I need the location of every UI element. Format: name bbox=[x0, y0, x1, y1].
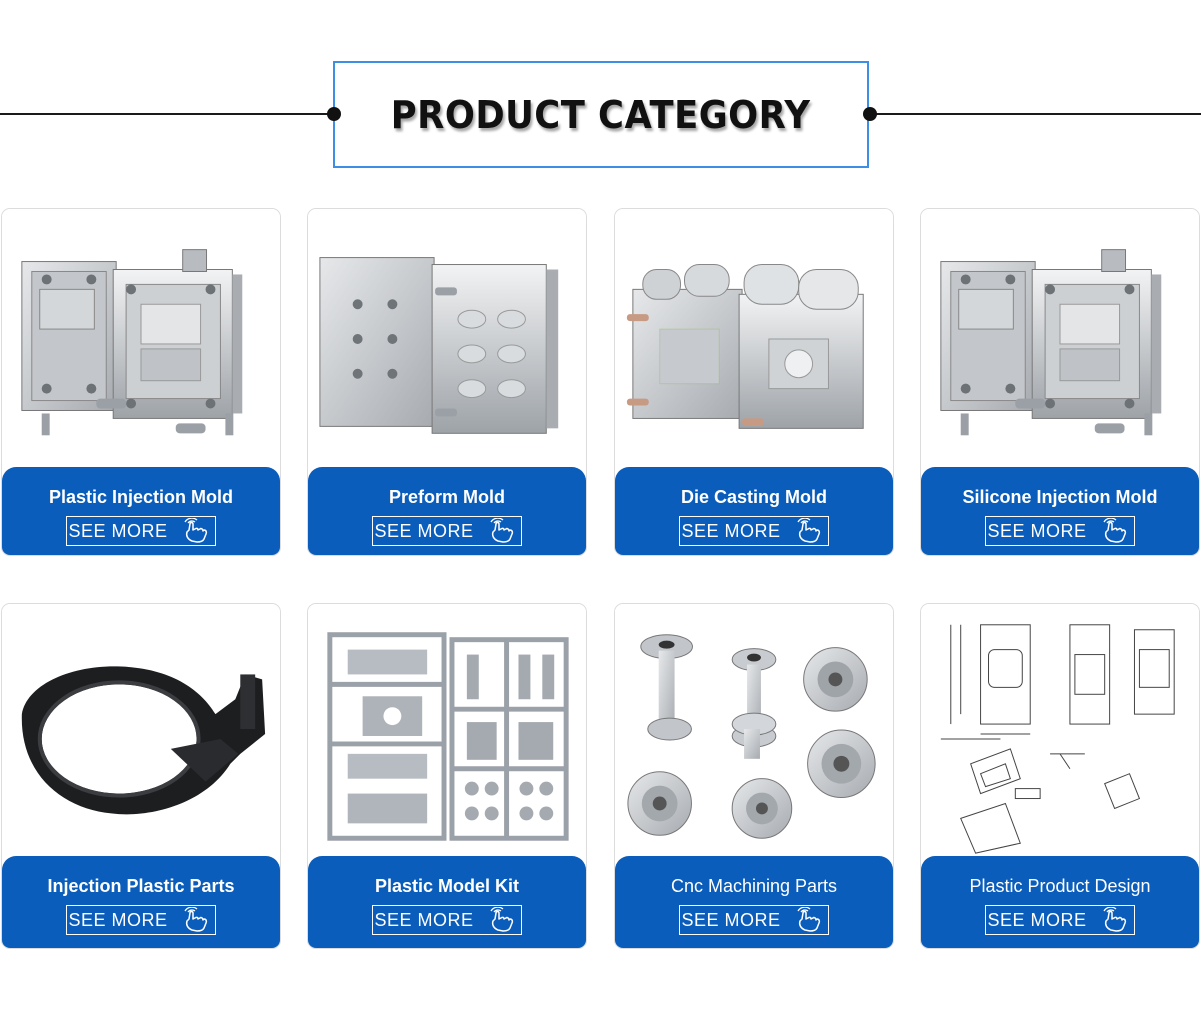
mold-image-icon[interactable] bbox=[921, 209, 1199, 469]
see-more-label: SEE MORE bbox=[987, 520, 1087, 541]
header-dot-left bbox=[327, 107, 341, 121]
card-footer: Silicone Injection Mold SEE MORE bbox=[921, 467, 1199, 555]
header-dot-right bbox=[863, 107, 877, 121]
hand-pointer-icon bbox=[486, 907, 520, 933]
hand-pointer-icon bbox=[180, 518, 214, 544]
category-card-cnc-machining-parts[interactable]: Cnc Machining Parts SEE MORE bbox=[614, 603, 894, 949]
card-title[interactable]: Plastic Injection Mold bbox=[48, 487, 234, 507]
see-more-button[interactable]: SEE MORE bbox=[679, 905, 829, 935]
category-card-preform-mold[interactable]: Preform Mold SEE MORE bbox=[307, 208, 587, 556]
see-more-button[interactable]: SEE MORE bbox=[372, 516, 522, 546]
category-card-silicone-injection-mold[interactable]: Silicone Injection Mold SEE MORE bbox=[920, 208, 1200, 556]
card-title[interactable]: Injection Plastic Parts bbox=[47, 876, 235, 896]
page-title: PRODUCT CATEGORY bbox=[391, 92, 811, 137]
category-card-die-casting-mold[interactable]: Die Casting Mold SEE MORE bbox=[614, 208, 894, 556]
see-more-label: SEE MORE bbox=[987, 909, 1087, 930]
see-more-label: SEE MORE bbox=[68, 909, 168, 930]
plastic-part-image-icon[interactable] bbox=[2, 604, 280, 864]
card-footer: Preform Mold SEE MORE bbox=[308, 467, 586, 555]
card-footer: Injection Plastic Parts SEE MORE bbox=[2, 856, 280, 948]
hand-pointer-icon bbox=[793, 907, 827, 933]
header-title-box: PRODUCT CATEGORY bbox=[333, 61, 869, 168]
card-footer: Die Casting Mold SEE MORE bbox=[615, 467, 893, 555]
category-card-plastic-model-kit[interactable]: Plastic Model Kit SEE MORE bbox=[307, 603, 587, 949]
card-footer: Plastic Model Kit SEE MORE bbox=[308, 856, 586, 948]
category-card-plastic-injection-mold[interactable]: Plastic Injection Mold SEE MORE bbox=[1, 208, 281, 556]
hand-pointer-icon bbox=[793, 518, 827, 544]
mold-image-icon[interactable] bbox=[2, 209, 280, 469]
hand-pointer-icon bbox=[486, 518, 520, 544]
see-more-label: SEE MORE bbox=[374, 909, 474, 930]
category-card-plastic-product-design[interactable]: Plastic Product Design SEE MORE bbox=[920, 603, 1200, 949]
card-title[interactable]: Die Casting Mold bbox=[680, 487, 827, 507]
category-card-injection-plastic-parts[interactable]: Injection Plastic Parts SEE MORE bbox=[1, 603, 281, 949]
see-more-button[interactable]: SEE MORE bbox=[679, 516, 829, 546]
cnc-parts-image-icon[interactable] bbox=[615, 604, 893, 864]
see-more-label: SEE MORE bbox=[681, 909, 781, 930]
see-more-label: SEE MORE bbox=[681, 520, 781, 541]
see-more-button[interactable]: SEE MORE bbox=[985, 516, 1135, 546]
card-title[interactable]: Silicone Injection Mold bbox=[962, 487, 1158, 507]
see-more-button[interactable]: SEE MORE bbox=[985, 905, 1135, 935]
see-more-label: SEE MORE bbox=[374, 520, 474, 541]
card-footer: Plastic Injection Mold SEE MORE bbox=[2, 467, 280, 555]
header-line-left bbox=[0, 113, 334, 115]
see-more-button[interactable]: SEE MORE bbox=[372, 905, 522, 935]
preform-mold-image-icon[interactable] bbox=[308, 209, 586, 469]
hand-pointer-icon bbox=[1099, 518, 1133, 544]
card-title[interactable]: Cnc Machining Parts bbox=[670, 876, 838, 896]
see-more-button[interactable]: SEE MORE bbox=[66, 516, 216, 546]
card-title[interactable]: Plastic Model Kit bbox=[374, 876, 520, 896]
card-footer: Cnc Machining Parts SEE MORE bbox=[615, 856, 893, 948]
card-footer: Plastic Product Design SEE MORE bbox=[921, 856, 1199, 948]
see-more-button[interactable]: SEE MORE bbox=[66, 905, 216, 935]
header-line-right bbox=[870, 113, 1201, 115]
card-title[interactable]: Plastic Product Design bbox=[969, 876, 1151, 896]
see-more-label: SEE MORE bbox=[68, 520, 168, 541]
hand-pointer-icon bbox=[1099, 907, 1133, 933]
die-casting-image-icon[interactable] bbox=[615, 209, 893, 469]
technical-drawing-image-icon[interactable] bbox=[921, 604, 1199, 864]
card-title[interactable]: Preform Mold bbox=[388, 487, 505, 507]
model-kit-image-icon[interactable] bbox=[308, 604, 586, 864]
hand-pointer-icon bbox=[180, 907, 214, 933]
